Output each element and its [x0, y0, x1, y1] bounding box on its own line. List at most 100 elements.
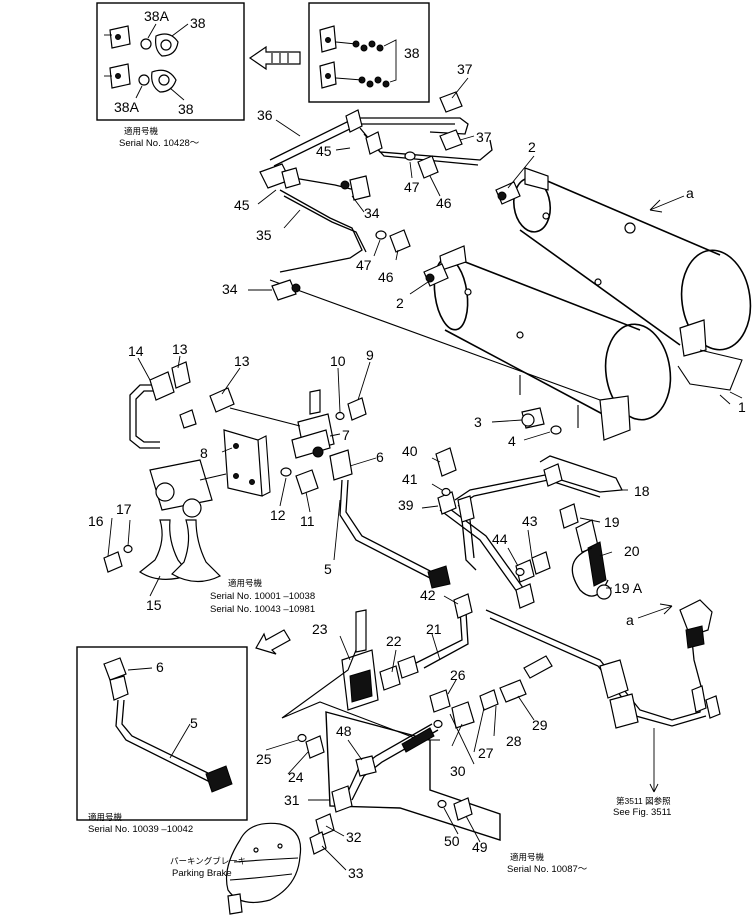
label-26: 26 [450, 667, 466, 683]
label-38: 38 [404, 45, 420, 61]
pipe-assembly-48 [309, 711, 501, 855]
note-2-serial-1: Serial No. 10001 –10038 [210, 591, 315, 602]
label-50: 50 [444, 833, 460, 849]
label-23: 23 [312, 621, 328, 637]
label-38: 38 [178, 101, 194, 117]
inset-detail-38 [96, 2, 245, 121]
label-38: 38 [190, 15, 206, 31]
label-7: 7 [342, 427, 350, 443]
label-27: 27 [478, 745, 494, 761]
label-43: 43 [522, 513, 538, 529]
note-4-jp: 適用号機 [510, 852, 545, 862]
label-38A: 38A [114, 99, 140, 115]
label-10: 10 [330, 353, 346, 369]
note-3-serial: Serial No. 10039 –10042 [88, 824, 193, 835]
label-33: 33 [348, 865, 364, 881]
label-36: 36 [257, 107, 273, 123]
note-4-serial: Serial No. 10087～ [507, 864, 588, 875]
label-6: 6 [156, 659, 164, 675]
note-2-jp: 適用号機 [228, 578, 263, 588]
label-2: 2 [396, 295, 404, 311]
label-3: 3 [474, 414, 482, 430]
label-12: 12 [270, 507, 286, 523]
label-a: a [686, 185, 694, 201]
leader-1 [729, 391, 743, 399]
label-30: 30 [450, 763, 466, 779]
label-37: 37 [476, 129, 492, 145]
washer-4 [550, 425, 562, 435]
label-11: 11 [300, 513, 315, 529]
label-45: 45 [316, 143, 332, 159]
parking-brake-jp: パーキングブレーキ [170, 856, 246, 866]
label-5: 5 [324, 561, 332, 577]
label-18: 18 [634, 483, 650, 499]
label-28: 28 [506, 733, 522, 749]
label-34: 34 [222, 281, 238, 297]
label-45: 45 [234, 197, 250, 213]
label-49: 49 [472, 839, 488, 855]
valve-7 [229, 389, 367, 495]
inset-detail-38-right [308, 2, 430, 103]
drain-valve-upper [495, 181, 521, 205]
drain-valve-lower [423, 263, 449, 287]
inset-detail-hose-5 [76, 646, 248, 821]
bracket-8 [199, 429, 271, 497]
label-1: 1 [738, 399, 746, 415]
label-46: 46 [378, 269, 394, 285]
label-19A: 19 A [614, 580, 643, 596]
upper-pipe-assembly [259, 91, 493, 301]
parking-brake-chamber [225, 822, 302, 915]
label-42: 42 [420, 587, 436, 603]
label-32: 32 [346, 829, 362, 845]
label-6: 6 [376, 449, 384, 465]
label-19: 19 [604, 514, 620, 530]
part-labels: 38A 38 38A 38 38 37 37 36 45 45 34 34 35… [88, 8, 746, 881]
valve-23 [281, 609, 553, 759]
label-16: 16 [88, 513, 104, 529]
note-1-jp: 適用号機 [124, 126, 159, 136]
label-31: 31 [284, 792, 300, 808]
label-46: 46 [436, 195, 452, 211]
label-9: 9 [366, 347, 374, 363]
direction-arrow-left [248, 45, 301, 71]
label-14: 14 [128, 343, 144, 359]
plug-3 [521, 407, 545, 429]
note-2-serial-2: Serial No. 10043 –10981 [210, 604, 315, 615]
label-44: 44 [492, 531, 508, 547]
label-a: a [626, 612, 634, 628]
label-39: 39 [398, 497, 414, 513]
label-38A: 38A [144, 8, 170, 24]
note-1-serial: Serial No. 10428～ [119, 138, 200, 149]
label-13: 13 [172, 341, 188, 357]
label-8: 8 [200, 445, 208, 461]
label-17: 17 [116, 501, 132, 517]
label-4: 4 [508, 433, 516, 449]
label-37: 37 [457, 61, 473, 77]
arrow-a-top [649, 195, 685, 213]
label-47: 47 [404, 179, 420, 195]
label-15: 15 [146, 597, 162, 613]
direction-arrow-down-left [255, 629, 291, 655]
serial-notes: 適用号機 Serial No. 10428～ 適用号機 Serial No. 1… [88, 126, 671, 879]
label-20: 20 [624, 543, 640, 559]
air-tank-lower [433, 245, 672, 441]
label-24: 24 [288, 769, 304, 785]
label-29: 29 [532, 717, 548, 733]
label-47: 47 [356, 257, 372, 273]
label-41: 41 [402, 471, 418, 487]
label-22: 22 [386, 633, 402, 649]
label-40: 40 [402, 443, 418, 459]
label-48: 48 [336, 723, 352, 739]
label-2: 2 [528, 139, 536, 155]
air-tank-upper [512, 167, 752, 357]
label-5: 5 [190, 715, 198, 731]
leader-lines [107, 77, 731, 871]
leader-see-fig [649, 728, 659, 793]
parking-brake-en: Parking Brake [172, 868, 232, 879]
label-35: 35 [256, 227, 272, 243]
note-3-jp: 適用号機 [88, 812, 123, 822]
see-fig-en: See Fig. 3511 [613, 807, 671, 818]
arrow-a-bottom [637, 603, 673, 619]
label-25: 25 [256, 751, 272, 767]
